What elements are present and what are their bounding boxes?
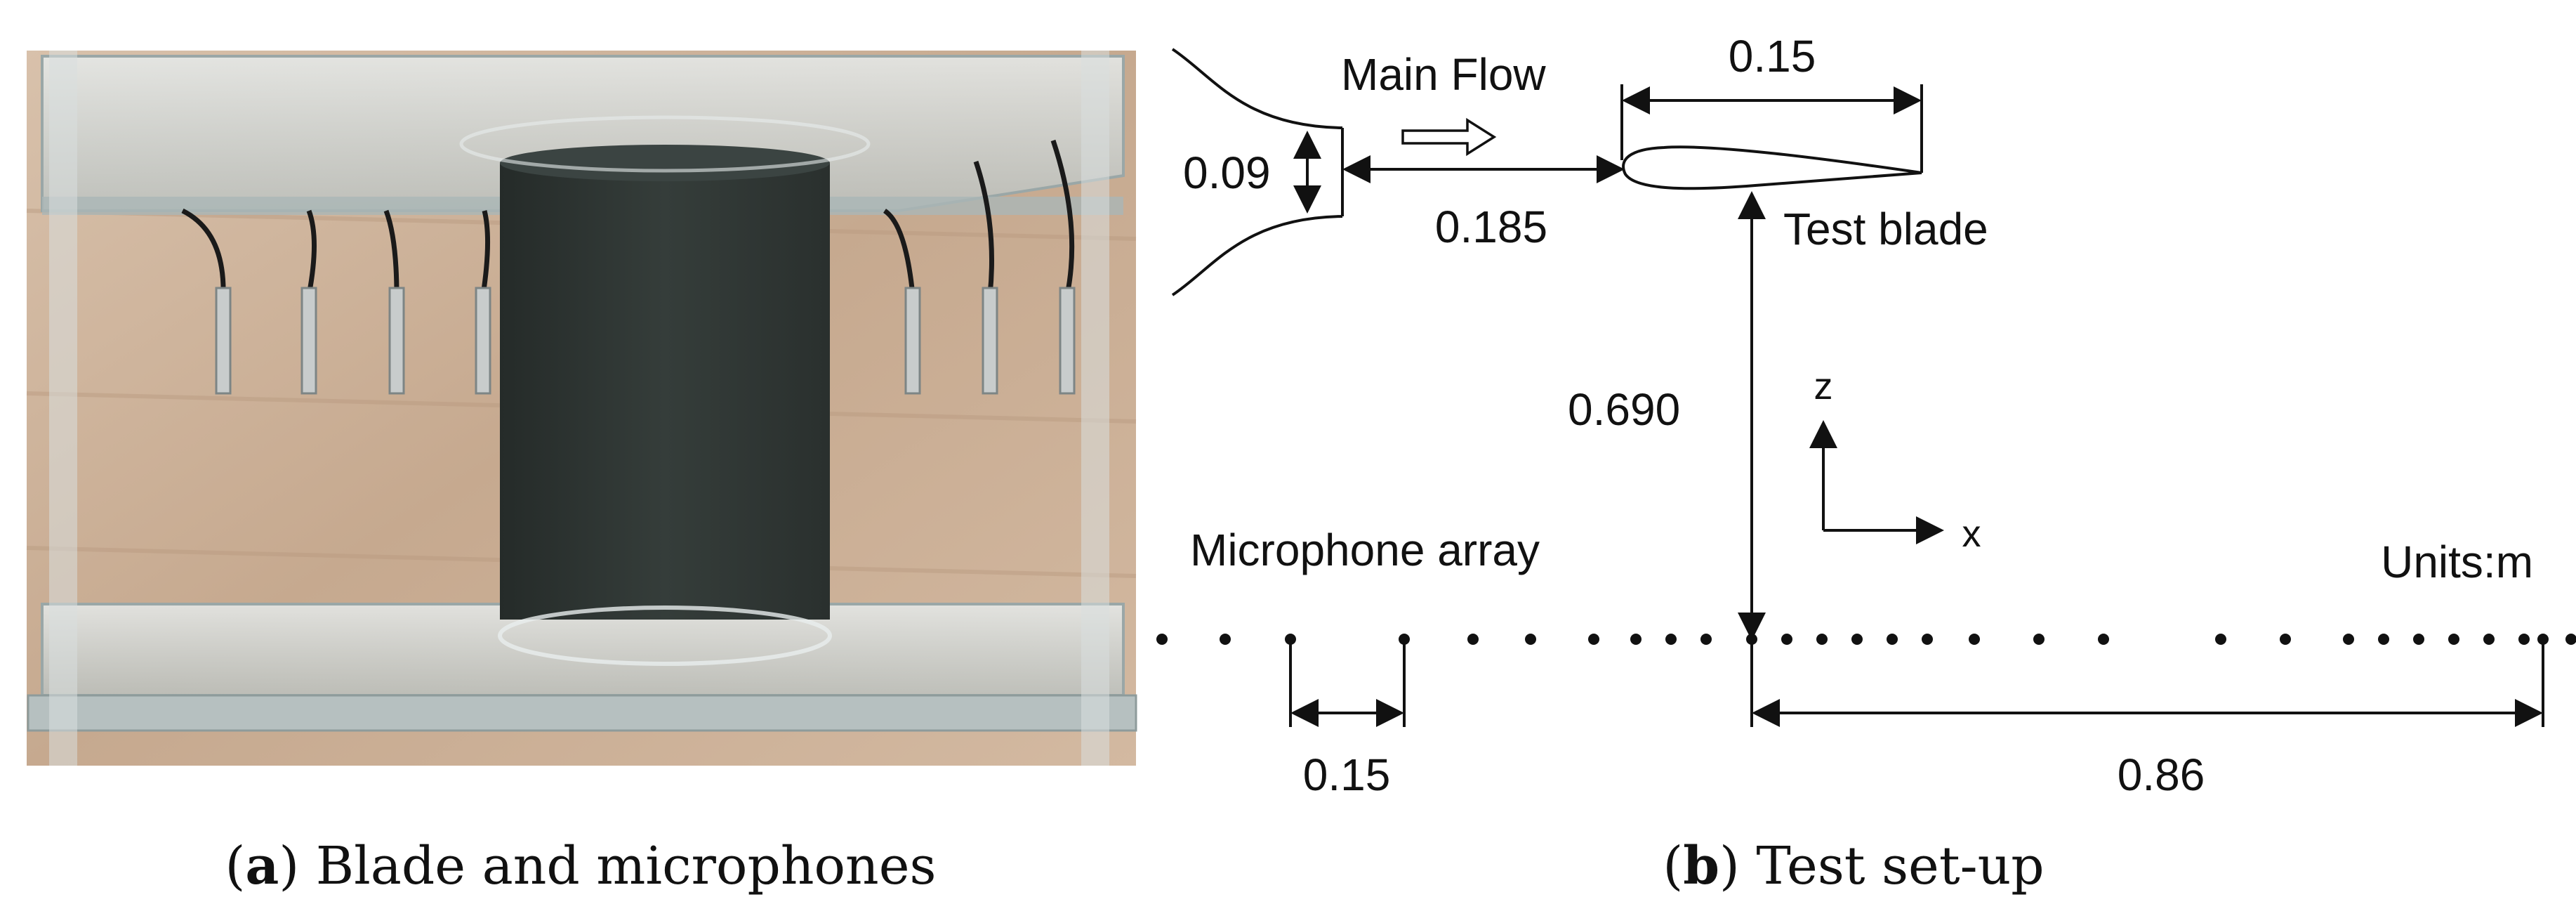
units-label: Units:m [2381, 537, 2533, 587]
microphone-array-dots [1156, 634, 2576, 645]
z-axis-label: z [1814, 365, 1833, 407]
microphone-dot [2565, 634, 2576, 645]
microphone-dot [1285, 634, 1296, 645]
microphone-dot [1887, 634, 1898, 645]
x-axis-label: x [1962, 513, 1981, 555]
chord-label: 0.15 [1729, 31, 1816, 81]
caption-b: (b) Test set-up [1663, 836, 2044, 896]
array-distance-label: 0.690 [1568, 384, 1680, 435]
photo-blade-and-microphones [26, 51, 1137, 766]
caption-a-letter: a [245, 836, 279, 896]
microphone-dot [1525, 634, 1536, 645]
microphone-dot [2098, 634, 2109, 645]
microphone-dot [1665, 634, 1677, 645]
nozzle-lower-contour [1171, 215, 1343, 296]
main-flow-arrow [1401, 117, 1497, 157]
microphone-dot [2518, 634, 2530, 645]
microphone-dot [1467, 634, 1479, 645]
microphone-dot [1922, 634, 1933, 645]
nozzle-upper-contour [1171, 48, 1343, 129]
test-blade-label: Test blade [1783, 204, 1988, 254]
microphone-dot [1781, 634, 1792, 645]
main-flow-label: Main Flow [1341, 49, 1546, 100]
microphone-dot [1746, 634, 1757, 645]
microphone-dot [1816, 634, 1828, 645]
mic-spacing-label: 0.15 [1303, 749, 1391, 800]
caption-b-letter: b [1683, 836, 1719, 896]
microphone-dot [1969, 634, 1980, 645]
microphone-dot [2483, 634, 2495, 645]
microphone-dot [1220, 634, 1231, 645]
microphone-dot [2280, 634, 2291, 645]
caption-b-text: Test set-up [1756, 836, 2044, 896]
test-blade-airfoil [1622, 145, 1922, 190]
caption-a: (a) Blade and microphones [225, 836, 937, 896]
microphone-dot [1630, 634, 1642, 645]
nozzle-to-blade-label: 0.185 [1435, 202, 1547, 252]
array-half-length-label: 0.86 [2118, 749, 2205, 800]
microphone-dot [2448, 634, 2459, 645]
nozzle-height-label: 0.09 [1183, 148, 1271, 198]
microphone-dot [2537, 634, 2549, 645]
microphone-dot [1588, 634, 1599, 645]
microphone-dot [2378, 634, 2389, 645]
microphone-dot [1851, 634, 1863, 645]
microphone-array-label: Microphone array [1190, 525, 1540, 575]
caption-a-text: Blade and microphones [316, 836, 937, 896]
microphone-dot [1156, 634, 1168, 645]
microphone-dot [2413, 634, 2424, 645]
test-setup-diagram [1171, 48, 2544, 727]
microphone-dot [1399, 634, 1410, 645]
microphone-dot [2343, 634, 2354, 645]
microphone-dot [2033, 634, 2045, 645]
microphone-dot [2215, 634, 2226, 645]
microphone-dot [1700, 634, 1712, 645]
